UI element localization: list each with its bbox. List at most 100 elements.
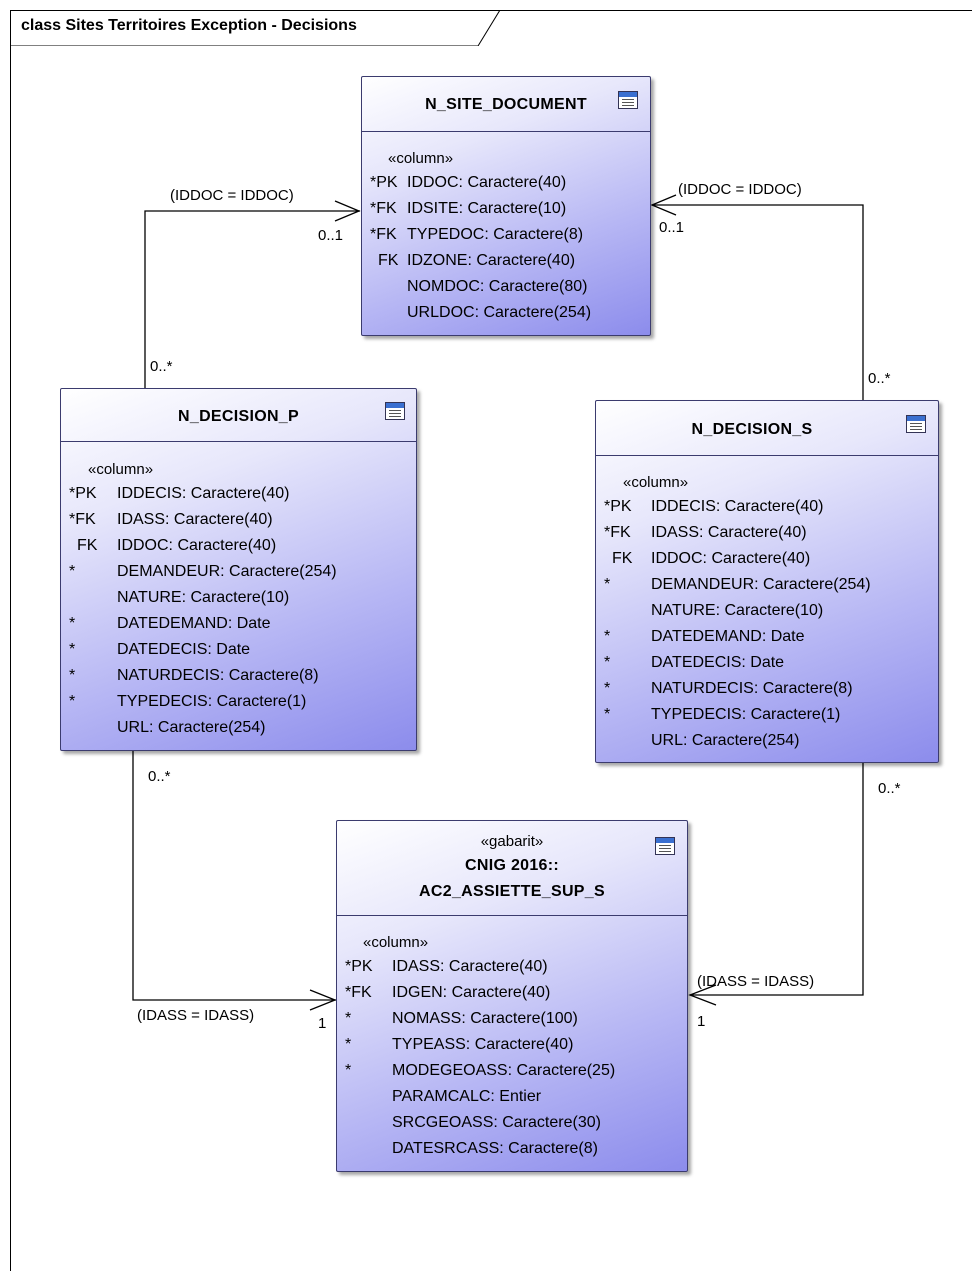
- multiplicity-label: 0..*: [150, 358, 173, 375]
- entity-column[interactable]: PARAMCALC: Entier: [345, 1088, 675, 1114]
- entity-column[interactable]: *NATURDECIS: Caractere(8): [604, 680, 934, 706]
- multiplicity-label: 1: [697, 1013, 706, 1030]
- column-key-flag: *FK: [370, 226, 397, 243]
- entity-column[interactable]: * DATEDEMAND: Date: [69, 615, 399, 641]
- entity-column[interactable]: DATESRCASS: Caractere(8): [345, 1140, 675, 1166]
- frame-title: class Sites Territoires Exception - Deci…: [21, 17, 357, 34]
- column-key-flag: *: [69, 693, 76, 710]
- entity-column[interactable]: URLDOC: Caractere(254): [370, 304, 700, 330]
- column-definition: NOMASS: Caractere(100): [392, 1010, 578, 1027]
- column-definition: URL: Caractere(254): [651, 732, 800, 749]
- column-definition: IDDOC: Caractere(40): [651, 550, 811, 567]
- column-key-flag: FK: [612, 550, 633, 567]
- entity-column[interactable]: *PK IDDOC: Caractere(40): [370, 174, 700, 200]
- entity-column[interactable]: * NOMASS: Caractere(100): [345, 1010, 675, 1036]
- entity-column[interactable]: *FK IDASS: Caractere(40): [604, 524, 934, 550]
- connector-p-to-assiette: [132, 751, 336, 1001]
- arrowhead-s-to-assiette: [688, 984, 717, 1006]
- column-key-flag: *FK: [604, 524, 631, 541]
- entity-column[interactable]: *DEMANDEUR: Caractere(254): [69, 563, 399, 589]
- entity-column[interactable]: *TYPEDECIS: Caractere(1): [604, 706, 934, 732]
- column-definition: URL: Caractere(254): [117, 719, 266, 736]
- multiplicity-label: 0..*: [148, 768, 171, 785]
- arrowhead-p-to-assiette: [309, 989, 337, 1011]
- column-definition: IDDOC: Caractere(40): [117, 537, 277, 554]
- column-key-flag: *: [345, 1036, 352, 1053]
- column-key-flag: *: [345, 1010, 352, 1027]
- column-definition: DATEDECIS: Date: [117, 641, 251, 658]
- entity-column[interactable]: *NATURDECIS: Caractere(8): [69, 667, 399, 693]
- entity-column[interactable]: FK IDDOC: Caractere(40): [604, 550, 934, 576]
- column-key-flag: *: [69, 641, 76, 658]
- entity-header: «gabarit» CNIG 2016:: AC2_ASSIETTE_SUP_S: [337, 821, 687, 916]
- column-key-flag: *PK: [345, 958, 373, 975]
- entity-title: N_DECISION_S: [691, 421, 813, 438]
- column-definition: TYPEDOC: Caractere(8): [407, 226, 584, 243]
- entity-column[interactable]: *FK IDGEN: Caractere(40): [345, 984, 675, 1010]
- column-key-flag: *: [69, 563, 76, 580]
- column-definition: NOMDOC: Caractere(80): [407, 278, 588, 295]
- column-key-flag: *: [69, 667, 76, 684]
- column-definition: NATURE: Caractere(10): [117, 589, 290, 606]
- entity-column[interactable]: *DATEDEMAND: Date: [604, 628, 934, 654]
- entity-column[interactable]: *FK TYPEDOC: Caractere(8): [370, 226, 700, 252]
- column-definition: IDDECIS: Caractere(40): [117, 485, 290, 502]
- entity-column[interactable]: URL: Caractere(254): [69, 719, 399, 745]
- column-definition: DATEDEMAND: Date: [117, 615, 271, 632]
- entity-column[interactable]: *DATEDECIS: Date: [604, 654, 934, 680]
- entity-title-namespace: CNIG 2016::: [465, 857, 559, 874]
- entity-column[interactable]: *PK IDDECIS: Caractere(40): [69, 485, 399, 511]
- column-key-flag: *: [604, 576, 611, 593]
- entity-column[interactable]: NATURE: Caractere(10): [69, 589, 399, 615]
- column-key-flag: *FK: [345, 984, 372, 1001]
- entity-title: AC2_ASSIETTE_SUP_S: [419, 883, 605, 900]
- column-definition: IDASS: Caractere(40): [117, 511, 273, 528]
- column-stereotype: «column»: [363, 934, 429, 951]
- relation-label: (IDASS = IDASS): [137, 1007, 255, 1024]
- column-definition: SRCGEOASS: Caractere(30): [392, 1114, 601, 1131]
- frame-title-tab: [10, 10, 500, 46]
- column-key-flag: *: [345, 1062, 352, 1079]
- entity-column[interactable]: SRCGEOASS: Caractere(30): [345, 1114, 675, 1140]
- multiplicity-label: 0..*: [868, 370, 891, 387]
- multiplicity-label: 1: [318, 1015, 327, 1032]
- entity-column[interactable]: * DEMANDEUR: Caractere(254): [604, 576, 934, 602]
- entity-column[interactable]: *TYPEDECIS: Caractere(1): [69, 693, 399, 719]
- table-icon: [385, 402, 405, 420]
- multiplicity-label: 0..1: [659, 219, 685, 236]
- entity-column[interactable]: *TYPEASS: Caractere(40): [345, 1036, 675, 1062]
- entity-column[interactable]: * DATEDECIS: Date: [69, 641, 399, 667]
- connector-s-to-document: [652, 204, 864, 400]
- column-definition: IDGEN: Caractere(40): [392, 984, 551, 1001]
- column-definition: IDSITE: Caractere(10): [407, 200, 567, 217]
- column-key-flag: *PK: [370, 174, 398, 191]
- entity-column[interactable]: NATURE: Caractere(10): [604, 602, 934, 628]
- column-key-flag: *: [604, 628, 611, 645]
- entity-header: N_DECISION_P: [61, 389, 416, 442]
- entity-stereotype: «gabarit»: [480, 833, 544, 850]
- entity-column[interactable]: NOMDOC: Caractere(80): [370, 278, 700, 304]
- table-icon: [655, 837, 675, 855]
- entity-ac2-assiette-sup-s[interactable]: «gabarit» CNIG 2016:: AC2_ASSIETTE_SUP_S…: [336, 820, 688, 1172]
- column-definition: IDASS: Caractere(40): [651, 524, 807, 541]
- entity-header: N_SITE_DOCUMENT: [362, 77, 650, 132]
- relation-label: (IDDOC = IDDOC): [170, 187, 294, 204]
- column-definition: DEMANDEUR: Caractere(254): [651, 576, 871, 593]
- connector-p-to-document: [144, 210, 360, 388]
- entity-column[interactable]: URL: Caractere(254): [604, 732, 934, 758]
- entity-column[interactable]: *MODEGEOASS: Caractere(25): [345, 1062, 675, 1088]
- column-key-flag: *PK: [69, 485, 97, 502]
- column-key-flag: *: [69, 615, 76, 632]
- column-definition: IDDOC: Caractere(40): [407, 174, 567, 191]
- column-definition: TYPEDECIS: Caractere(1): [651, 706, 841, 723]
